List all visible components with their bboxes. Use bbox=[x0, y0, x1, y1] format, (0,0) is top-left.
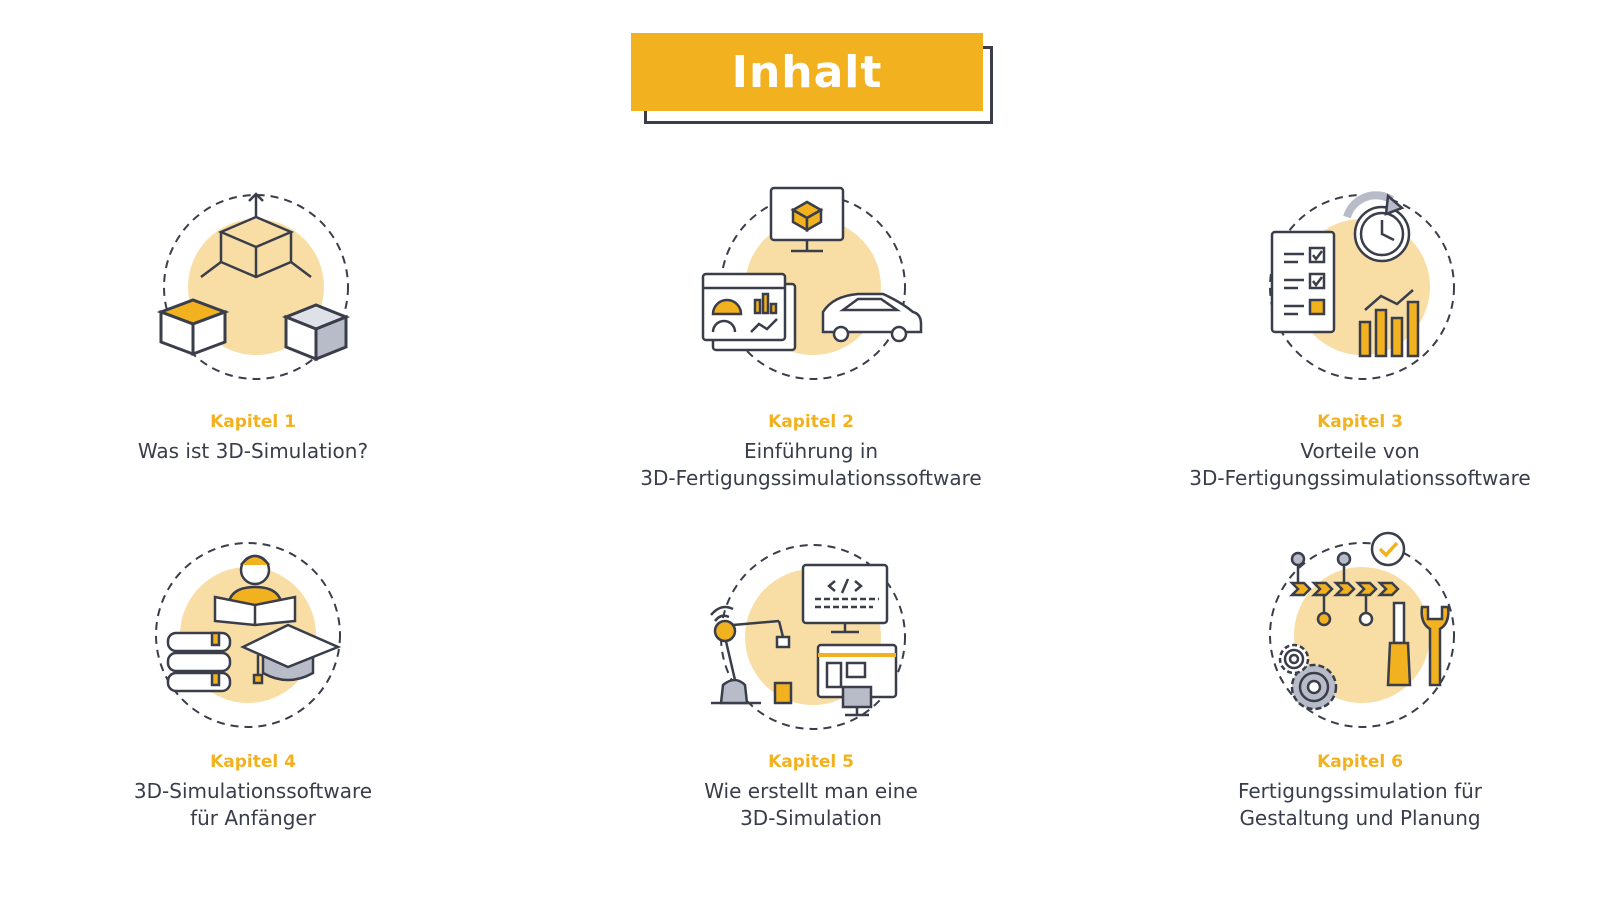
chapter-3[interactable]: Kapitel 3 Vorteile von 3D-Fertigungssimu… bbox=[1150, 412, 1570, 492]
page-title: Inhalt bbox=[731, 46, 883, 98]
chapter-5-title-line-2: 3D-Simulation bbox=[740, 806, 882, 830]
chapter-1-label: Kapitel 1 bbox=[210, 412, 296, 432]
chapter-3-title-line-2: 3D-Fertigungssimulationssoftware bbox=[1189, 466, 1531, 490]
chapter-5-title-line-1: Wie erstellt man eine bbox=[704, 779, 918, 803]
title-banner: Inhalt bbox=[631, 33, 983, 111]
create-simulation-icon bbox=[683, 525, 943, 755]
chapter-4-title-line-2: für Anfänger bbox=[190, 806, 316, 830]
chapter-2-title: Einführung in 3D-Fertigungssimulationsso… bbox=[601, 438, 1021, 492]
chapter-2-title-line-2: 3D-Fertigungssimulationssoftware bbox=[640, 466, 982, 490]
benefits-icon bbox=[1232, 172, 1492, 402]
learning-icon bbox=[118, 525, 378, 755]
title-block: Inhalt bbox=[631, 33, 998, 129]
chapter-2[interactable]: Kapitel 2 Einführung in 3D-Fertigungssim… bbox=[601, 412, 1021, 492]
chapter-6-title-line-1: Fertigungssimulation für bbox=[1237, 779, 1483, 803]
chapter-5-label: Kapitel 5 bbox=[768, 752, 854, 772]
chapter-4-title: 3D-Simulationssoftware für Anfänger bbox=[43, 778, 463, 832]
chapter-3-label: Kapitel 3 bbox=[1317, 412, 1403, 432]
chapter-4-label: Kapitel 4 bbox=[210, 752, 296, 772]
chapter-6-title: Fertigungssimulation für Gestaltung und … bbox=[1150, 778, 1570, 832]
chapter-3-title-line-1: Vorteile von bbox=[1300, 439, 1420, 463]
chapter-5-title: Wie erstellt man eine 3D-Simulation bbox=[601, 778, 1021, 832]
3d-cubes-icon bbox=[126, 172, 386, 402]
chapter-6[interactable]: Kapitel 6 Fertigungssimulation für Gesta… bbox=[1150, 752, 1570, 832]
chapter-6-title-line-2: Gestaltung und Planung bbox=[1239, 806, 1481, 830]
chapter-3-title: Vorteile von 3D-Fertigungssimulationssof… bbox=[1150, 438, 1570, 492]
chapter-6-label: Kapitel 6 bbox=[1317, 752, 1403, 772]
chapter-4-title-line-1: 3D-Simulationssoftware bbox=[133, 779, 373, 803]
chapter-1[interactable]: Kapitel 1 Was ist 3D-Simulation? bbox=[43, 412, 463, 465]
simulation-software-icon bbox=[683, 172, 943, 402]
chapter-2-label: Kapitel 2 bbox=[768, 412, 854, 432]
chapter-1-title: Was ist 3D-Simulation? bbox=[43, 438, 463, 465]
chapter-5[interactable]: Kapitel 5 Wie erstellt man eine 3D-Simul… bbox=[601, 752, 1021, 832]
design-planning-icon bbox=[1232, 525, 1492, 755]
chapter-1-title-line-1: Was ist 3D-Simulation? bbox=[137, 439, 369, 463]
chapter-4[interactable]: Kapitel 4 3D-Simulationssoftware für Anf… bbox=[43, 752, 463, 832]
chapter-2-title-line-1: Einführung in bbox=[743, 439, 879, 463]
